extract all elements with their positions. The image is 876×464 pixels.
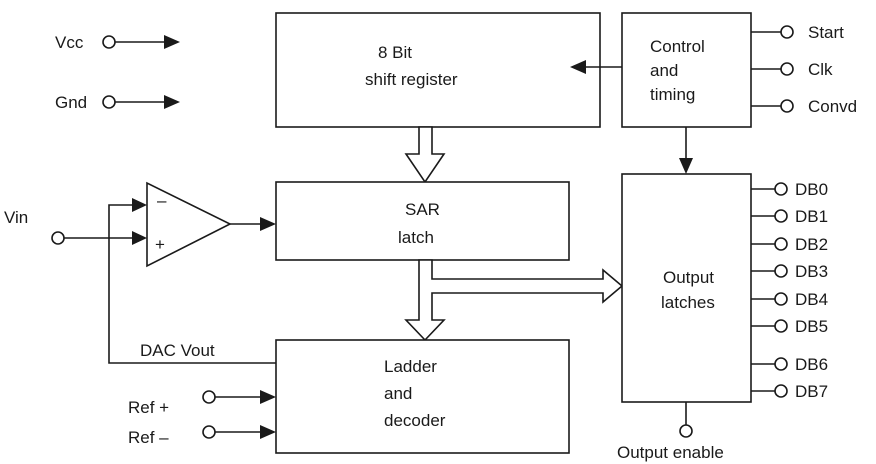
comparator-plus-sign: + <box>155 235 165 254</box>
db4-terminal <box>774 292 788 306</box>
ref-plus-arrowhead <box>260 390 276 404</box>
ladder-line-3: decoder <box>384 411 446 430</box>
ref-plus-label: Ref + <box>128 398 169 417</box>
comparator-minus-sign: – <box>157 191 167 210</box>
control-block: Control and timing <box>621 12 752 128</box>
vin-terminal <box>51 231 65 245</box>
gnd-terminal <box>102 95 116 109</box>
output-latches-line-2: latches <box>661 293 715 312</box>
control-pins: Start Clk Convd <box>751 23 857 116</box>
convd-label: Convd <box>808 97 857 116</box>
db3-label: DB3 <box>795 262 828 281</box>
ladder-line-2: and <box>384 384 412 403</box>
db2-terminal <box>774 237 788 251</box>
dac-feedback: DAC Vout <box>108 198 276 364</box>
db7-terminal <box>774 384 788 398</box>
shift-register-line-2: shift register <box>365 70 458 89</box>
dac-feedback-arrowhead <box>132 198 147 212</box>
sar-to-latches-bus-arrow <box>404 259 624 342</box>
convd-terminal <box>780 99 794 113</box>
comparator: – + <box>146 181 232 268</box>
comparator-triangle <box>146 181 232 268</box>
start-terminal <box>780 25 794 39</box>
ladder-line-1: Ladder <box>384 357 437 376</box>
ladder-block: Ladder and decoder <box>275 339 570 454</box>
output-latches-line-1: Output <box>663 268 714 287</box>
sar-line-1: SAR <box>405 200 440 219</box>
comparator-to-sar-arrowhead <box>260 217 276 231</box>
control-to-shift-arrowhead <box>570 60 586 74</box>
db0-terminal <box>774 182 788 196</box>
control-line-2: and <box>650 61 678 80</box>
ref-minus-arrowhead <box>260 425 276 439</box>
output-enable-label: Output enable <box>617 443 724 462</box>
sar-box <box>275 181 570 261</box>
vin-input: Vin <box>4 208 147 245</box>
gnd-pin: Gnd <box>55 93 180 112</box>
control-box <box>621 12 752 128</box>
dac-feedback-wire <box>108 204 276 364</box>
ref-inputs: Ref + Ref – <box>128 390 276 447</box>
control-line-3: timing <box>650 85 695 104</box>
vcc-arrowhead <box>164 35 180 49</box>
db2-label: DB2 <box>795 235 828 254</box>
db4-label: DB4 <box>795 290 828 309</box>
shift-to-sar-bus-arrow <box>404 126 446 184</box>
vcc-label: Vcc <box>55 33 84 52</box>
clk-label: Clk <box>808 60 833 79</box>
ref-plus-terminal <box>202 390 216 404</box>
db1-terminal <box>774 209 788 223</box>
db6-label: DB6 <box>795 355 828 374</box>
shift-register-line-1: 8 Bit <box>378 43 412 62</box>
gnd-label: Gnd <box>55 93 87 112</box>
control-line-1: Control <box>650 37 705 56</box>
ref-minus-terminal <box>202 425 216 439</box>
output-latches-box <box>621 173 752 403</box>
shift-register-box <box>275 12 601 128</box>
ref-minus-label: Ref – <box>128 428 169 447</box>
db0-label: DB0 <box>795 180 828 199</box>
gnd-arrowhead <box>164 95 180 109</box>
sar-line-2: latch <box>398 228 434 247</box>
vcc-terminal <box>102 35 116 49</box>
output-latches-block: Output latches <box>621 173 752 403</box>
db5-label: DB5 <box>795 317 828 336</box>
output-enable-pin: Output enable <box>617 402 724 462</box>
start-label: Start <box>808 23 844 42</box>
control-to-latches-arrowhead <box>679 158 693 174</box>
sar-block: SAR latch <box>275 181 570 261</box>
dac-vout-label: DAC Vout <box>140 341 215 360</box>
data-bus-pins: DB0 DB1 DB2 DB3 DB4 DB5 DB6 DB7 <box>751 180 828 401</box>
vin-arrowhead <box>132 231 147 245</box>
vin-label: Vin <box>4 208 28 227</box>
db1-label: DB1 <box>795 207 828 226</box>
db5-terminal <box>774 319 788 333</box>
shift-register-block: 8 Bit shift register <box>275 12 601 128</box>
clk-terminal <box>780 62 794 76</box>
db3-terminal <box>774 264 788 278</box>
output-enable-terminal <box>679 424 693 438</box>
db6-terminal <box>774 357 788 371</box>
db7-label: DB7 <box>795 382 828 401</box>
ladder-box <box>275 339 570 454</box>
vcc-pin: Vcc <box>55 33 180 52</box>
